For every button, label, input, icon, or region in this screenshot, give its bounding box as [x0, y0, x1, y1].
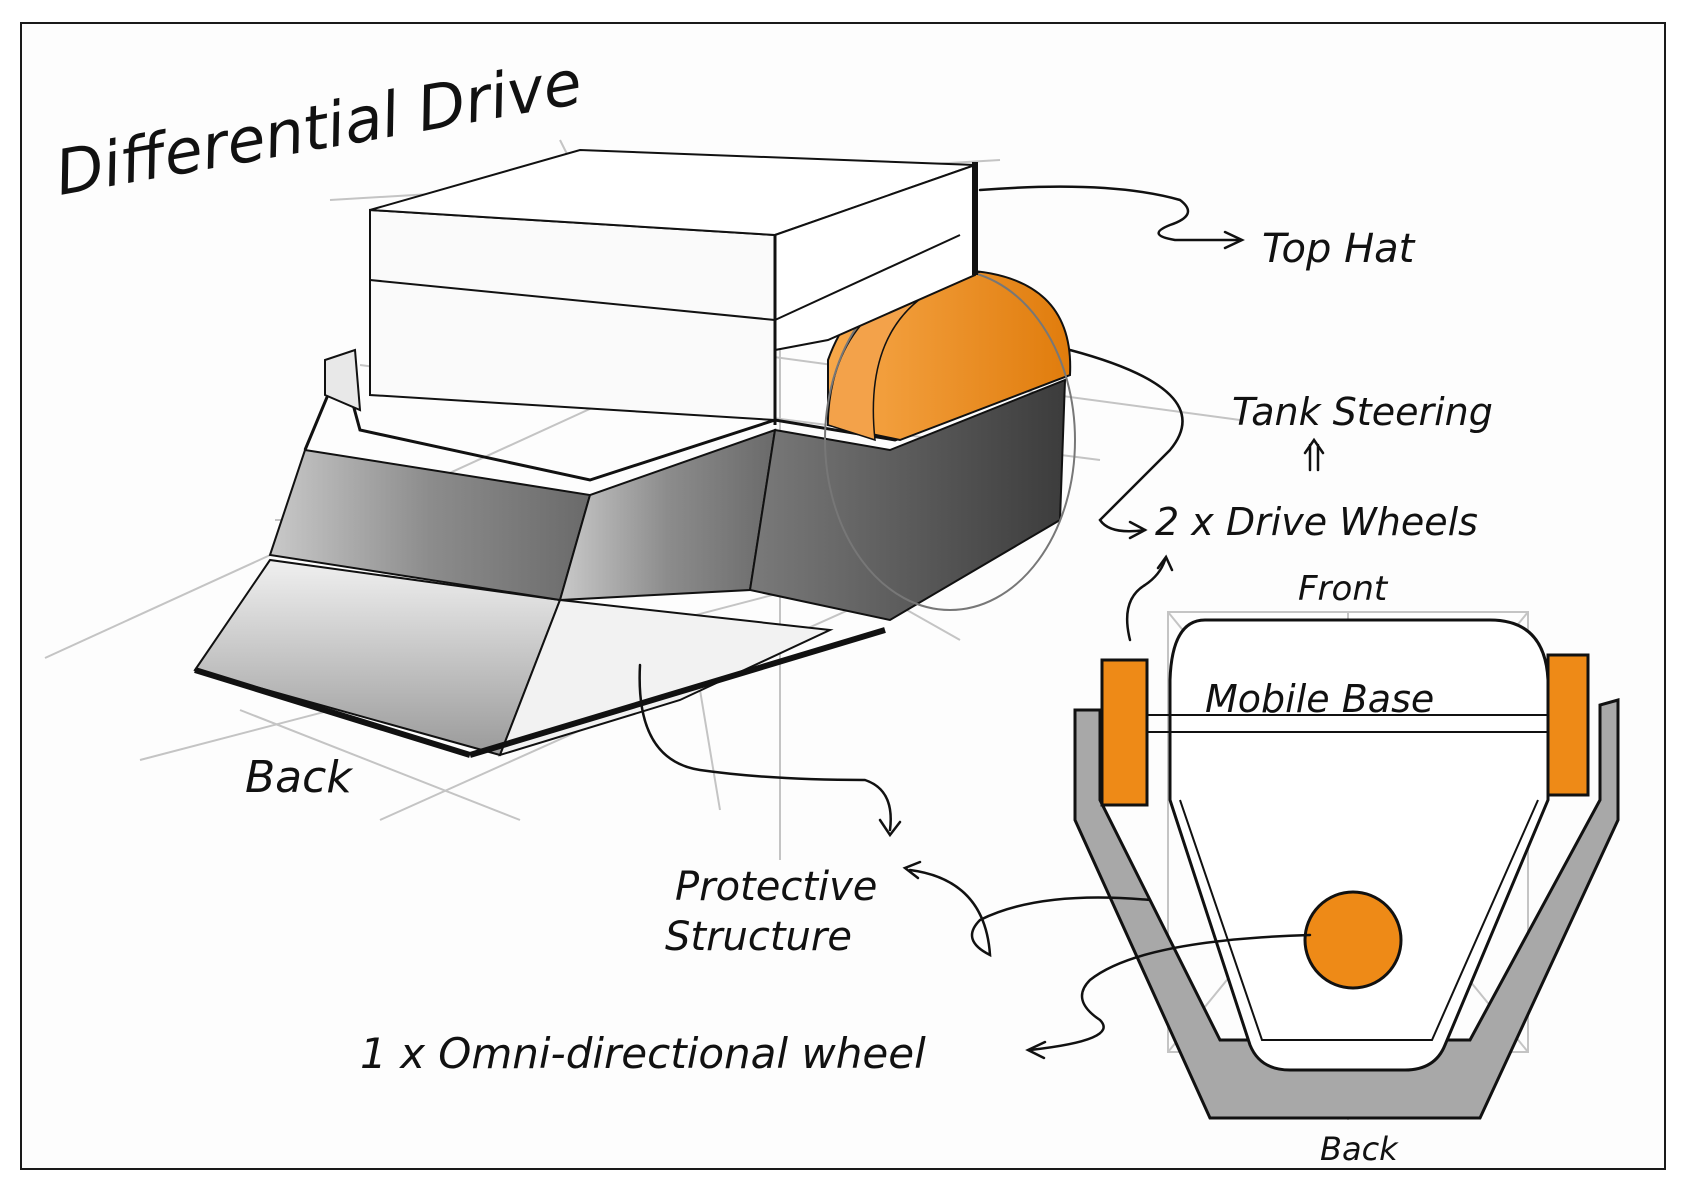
label-back-top: Back — [1320, 1130, 1399, 1168]
robot-top-view — [1073, 611, 1620, 1120]
label-tank-steering: Tank Steering — [1232, 390, 1493, 434]
label-top-hat: Top Hat — [1262, 226, 1416, 272]
drive-wheel-left-top — [1100, 658, 1149, 807]
label-back-3d: Back — [245, 752, 353, 803]
label-drive-wheels: 2 x Drive Wheels — [1155, 500, 1478, 544]
robot-3d-view — [193, 148, 1076, 758]
label-front: Front — [1298, 569, 1389, 609]
omni-wheel-top — [1303, 890, 1403, 990]
callout-arrows — [638, 185, 1325, 1060]
chassis-back-rim — [324, 348, 362, 412]
label-protective-1: Protective — [675, 864, 877, 910]
protective-ramp-right — [498, 598, 834, 757]
label-protective-2: Structure — [665, 914, 852, 960]
label-mobile-base: Mobile Base — [1205, 677, 1434, 721]
label-omni-wheel: 1 x Omni-directional wheel — [360, 1029, 926, 1078]
protective-structure-top — [1073, 698, 1620, 1120]
drive-wheel-right-top — [1546, 653, 1590, 797]
